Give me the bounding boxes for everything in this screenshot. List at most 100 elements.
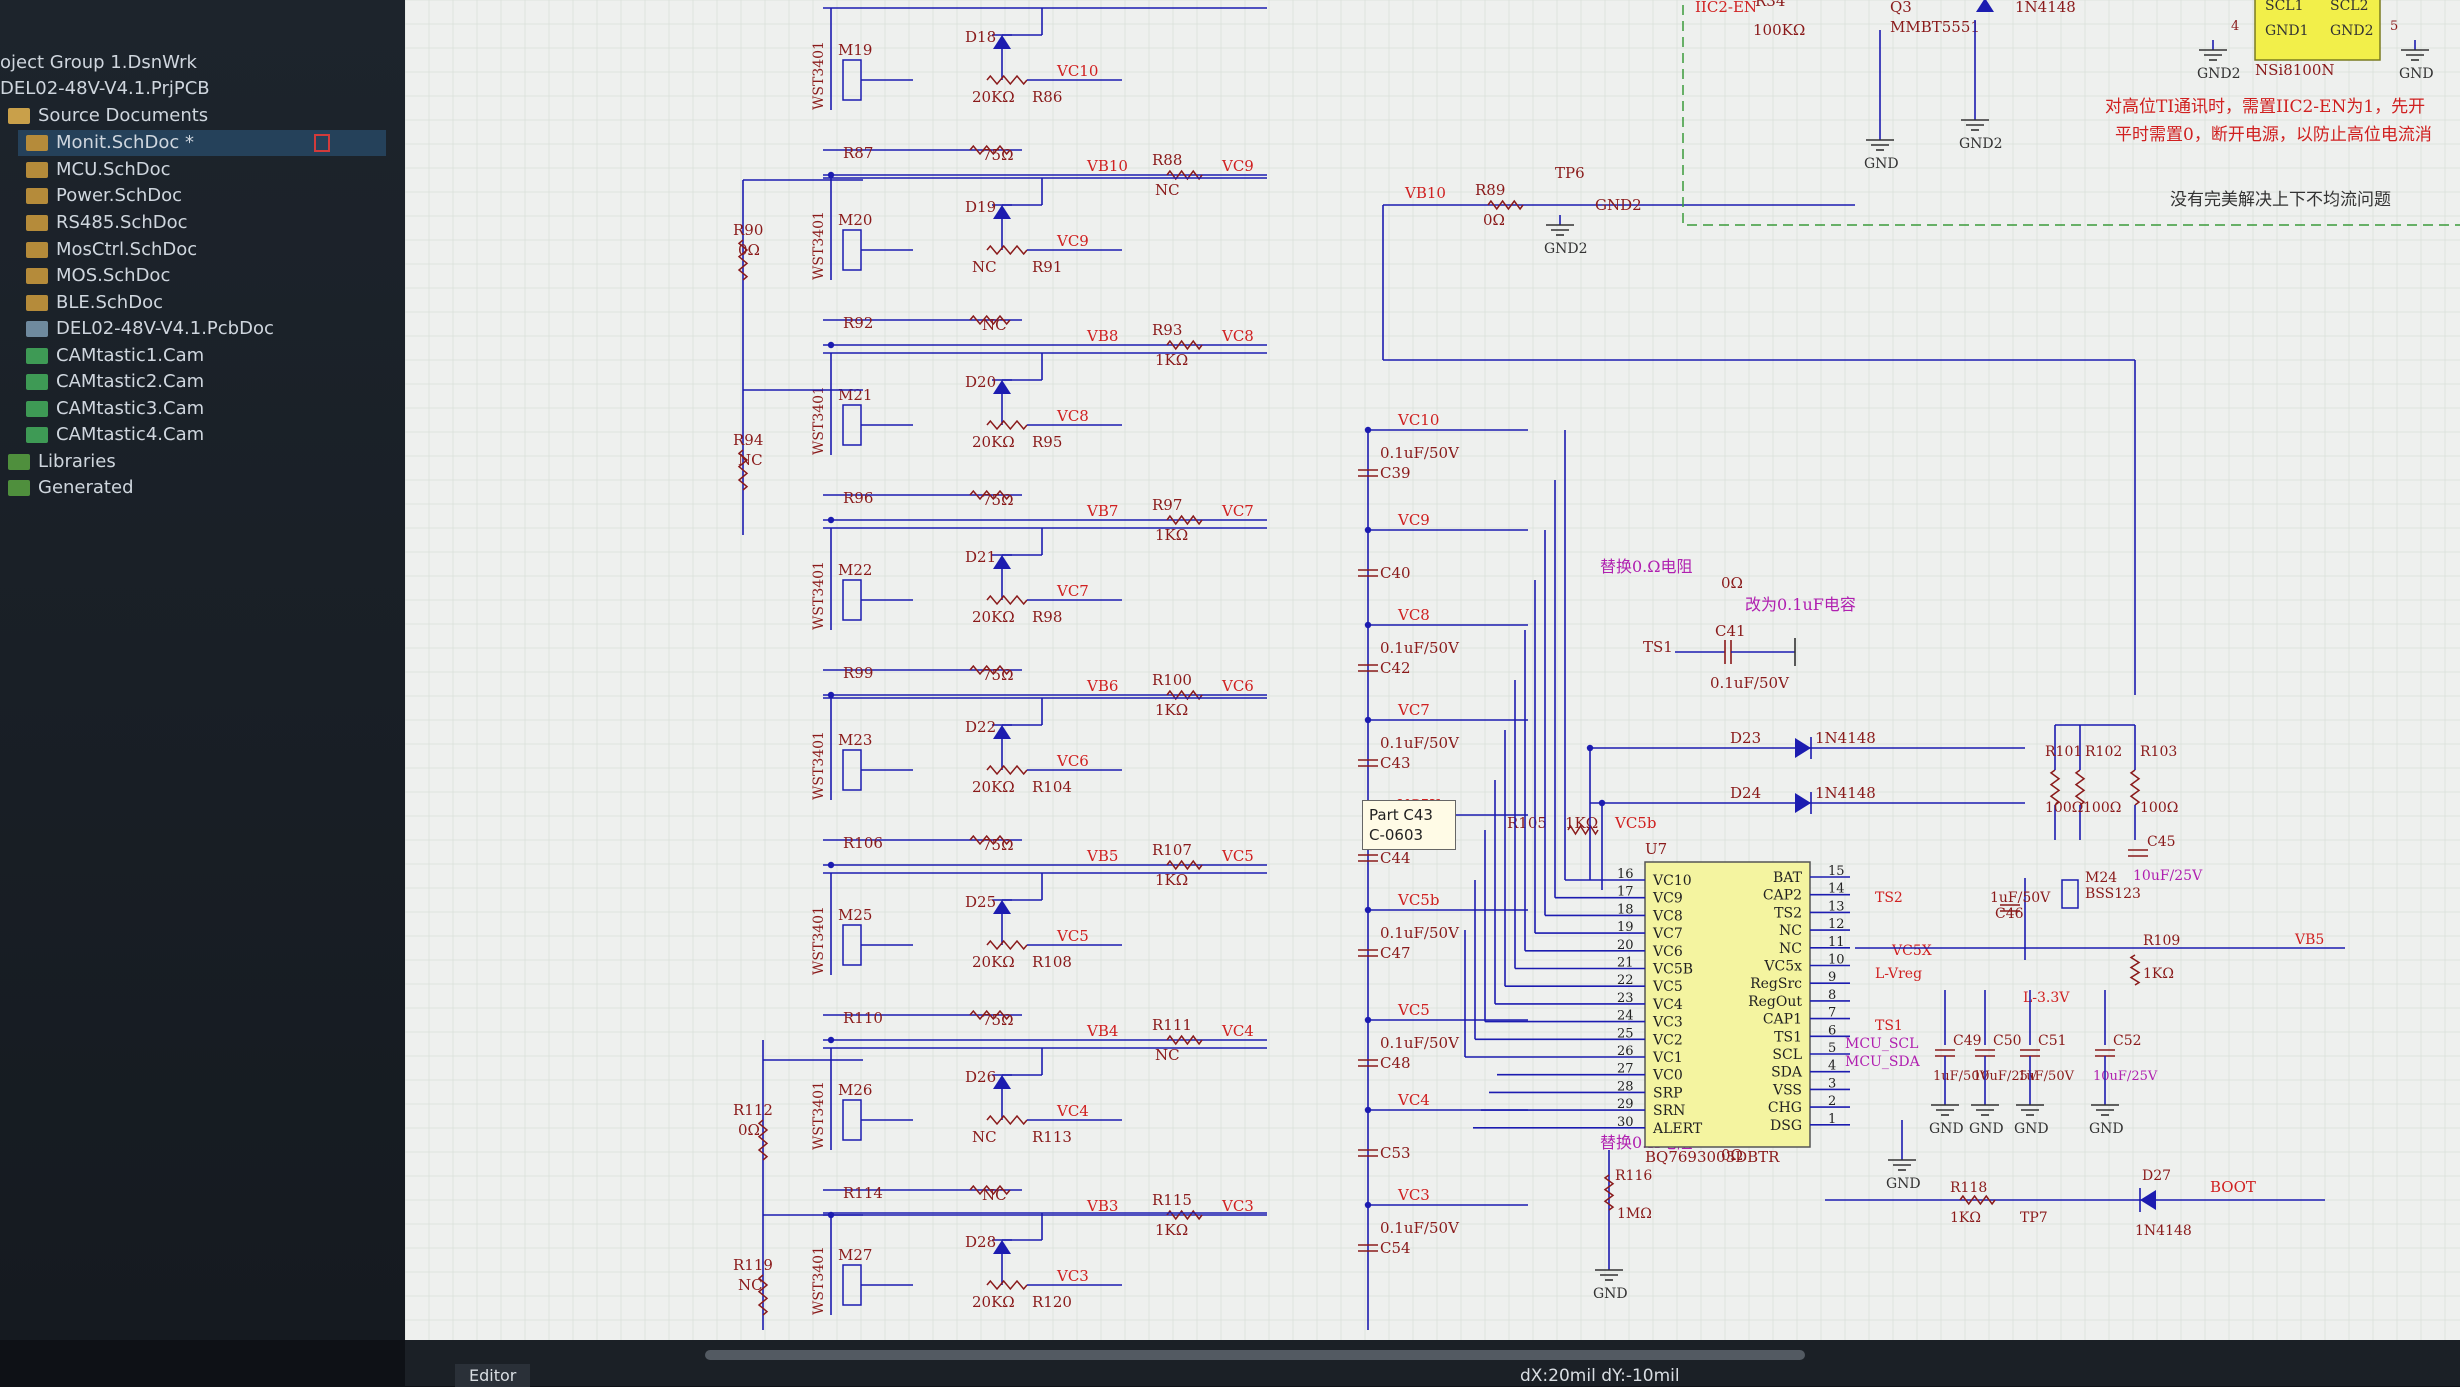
project-tree-item[interactable]: MCU.SchDoc — [18, 157, 386, 183]
diode-ref: D26 — [965, 1068, 996, 1086]
cap-ref: C44 — [1380, 849, 1411, 867]
diode-triangle — [993, 555, 1011, 569]
project-tree-item[interactable]: CAMtastic4.Cam — [18, 422, 386, 448]
resistor — [986, 74, 1028, 86]
project-tree-item[interactable]: Libraries — [0, 449, 408, 475]
project-tree-item[interactable]: DEL02-48V-V4.1.PrjPCB — [0, 76, 400, 102]
net-label: TS2 — [1875, 890, 1903, 906]
resistor-value: NC — [738, 1276, 763, 1294]
resistor-value: 1KΩ — [1155, 871, 1188, 889]
ic-pin-number: 15 — [1828, 864, 1845, 879]
junction — [827, 1036, 835, 1044]
resistor-ref: R98 — [1032, 608, 1062, 626]
gnd-label: GND — [2089, 1121, 2124, 1137]
resistor-value: 0Ω — [738, 1121, 760, 1139]
annotation-note: 平时需置0，断开电源，以防止高位电流消 — [2115, 125, 2432, 145]
project-tree-item[interactable]: RS485.SchDoc — [18, 210, 386, 236]
net-label: VC7 — [1221, 502, 1254, 520]
resistor-ref: R101 — [2045, 744, 2082, 760]
ic-pin-number: 29 — [1617, 1097, 1634, 1112]
project-tree-item[interactable]: oject Group 1.DsnWrk — [0, 50, 400, 76]
mosfet-body — [842, 924, 862, 966]
mosfet-body — [842, 1099, 862, 1141]
resistor-value: 0Ω — [1483, 211, 1505, 229]
cap-value: 10uF/25V — [1973, 1069, 2038, 1084]
resistor-value: 1KΩ — [1565, 814, 1598, 832]
cap-ref: C41 — [1715, 622, 1746, 640]
cap-value: 10uF/25V — [2093, 1069, 2158, 1084]
ic-pin-number: 28 — [1617, 1079, 1634, 1094]
resistor — [1166, 514, 1203, 526]
project-tree-item[interactable]: CAMtastic3.Cam — [18, 396, 386, 422]
chip-part: NSi8100N — [2255, 61, 2335, 79]
mosfet-part: WST3401 — [811, 561, 827, 630]
net-label: VB7 — [1086, 502, 1118, 520]
ic-pin-number: 23 — [1617, 991, 1634, 1006]
net-label: VC5 — [1397, 1001, 1430, 1019]
net-label: VB6 — [1086, 677, 1118, 695]
schematic-file-icon — [26, 188, 48, 204]
resistor — [2074, 769, 2086, 806]
ic-pin-number: 30 — [1617, 1115, 1634, 1130]
ic-pin-name: VC2 — [1652, 1032, 1683, 1048]
cap-ref: C53 — [1380, 1144, 1411, 1162]
net-label: VC7 — [1397, 701, 1430, 719]
horizontal-scrollbar[interactable] — [705, 1350, 1805, 1360]
project-tree-item[interactable]: MOS.SchDoc — [18, 263, 386, 289]
resistor-value: 20KΩ — [972, 1293, 1015, 1311]
diode-triangle — [993, 35, 1011, 49]
net-label: VB5 — [2294, 932, 2324, 948]
ic-pin-number: 27 — [1617, 1062, 1634, 1077]
resistor-value: 1KΩ — [1950, 1210, 1981, 1226]
net-label: VC10 — [1056, 62, 1098, 80]
project-tree-item[interactable]: BLE.SchDoc — [18, 290, 386, 316]
cap-ref: C43 — [1380, 754, 1411, 772]
project-tree-item[interactable]: MosCtrl.SchDoc — [18, 237, 386, 263]
project-tree-item[interactable]: DEL02-48V-V4.1.PcbDoc — [18, 316, 386, 342]
resistor-value: 100Ω — [2083, 800, 2121, 816]
resistor-value: 20KΩ — [972, 953, 1015, 971]
project-tree-item[interactable]: Monit.SchDoc * — [18, 130, 386, 156]
testpoint-label: TP6 — [1555, 164, 1585, 182]
transistor-part: MMBT5551 — [1890, 18, 1980, 36]
project-tree-item[interactable]: CAMtastic1.Cam — [18, 343, 386, 369]
mosfet-body — [842, 1264, 862, 1306]
gnd-label: GND — [1886, 1176, 1921, 1192]
ic-pin-number: 14 — [1828, 882, 1845, 897]
net-label: VC6 — [1221, 677, 1254, 695]
project-tree-item[interactable]: Power.SchDoc — [18, 183, 386, 209]
ic-pin-name: VC5x — [1763, 959, 1802, 975]
ic-pin-name: SRN — [1653, 1103, 1685, 1119]
cap-value: 0.1uF/50V — [1710, 674, 1790, 692]
resistor — [986, 594, 1028, 606]
schematic-file-icon — [26, 135, 48, 151]
resistor-ref: R116 — [1615, 1168, 1652, 1184]
project-tree-label: CAMtastic1.Cam — [56, 345, 205, 366]
ic-pin-name: VC9 — [1652, 891, 1683, 907]
editor-tab[interactable]: Editor — [455, 1364, 531, 1387]
ic-pin-number: 11 — [1828, 935, 1845, 950]
project-tree-label: DEL02-48V-V4.1.PcbDoc — [56, 318, 274, 339]
resistor-ref: R108 — [1032, 953, 1072, 971]
resistor-ref: R107 — [1152, 841, 1192, 859]
ic-pin-name: NC — [1779, 941, 1802, 957]
resistor-ref: R112 — [733, 1101, 773, 1119]
junction — [827, 341, 835, 349]
junction — [827, 691, 835, 699]
testpoint-label: TP7 — [2020, 1210, 2048, 1226]
chip-pin: SCL2 — [2330, 0, 2369, 14]
project-tree-item[interactable]: Source Documents — [0, 103, 408, 129]
resistor-ref: R110 — [843, 1009, 883, 1027]
net-label: VC5b — [1397, 891, 1439, 909]
project-tree-item[interactable]: CAMtastic2.Cam — [18, 369, 386, 395]
resistor — [737, 239, 749, 281]
resistor — [986, 1279, 1028, 1291]
ic-pin-number: 25 — [1617, 1026, 1634, 1041]
resistor-value: 100KΩ — [1753, 21, 1805, 39]
ic-pin-number: 19 — [1617, 920, 1634, 935]
resistor-ref: R114 — [843, 1184, 883, 1202]
junction — [827, 171, 835, 179]
project-tree-item[interactable]: Generated — [0, 475, 408, 501]
net-label: MCU_SDA — [1845, 1054, 1921, 1070]
